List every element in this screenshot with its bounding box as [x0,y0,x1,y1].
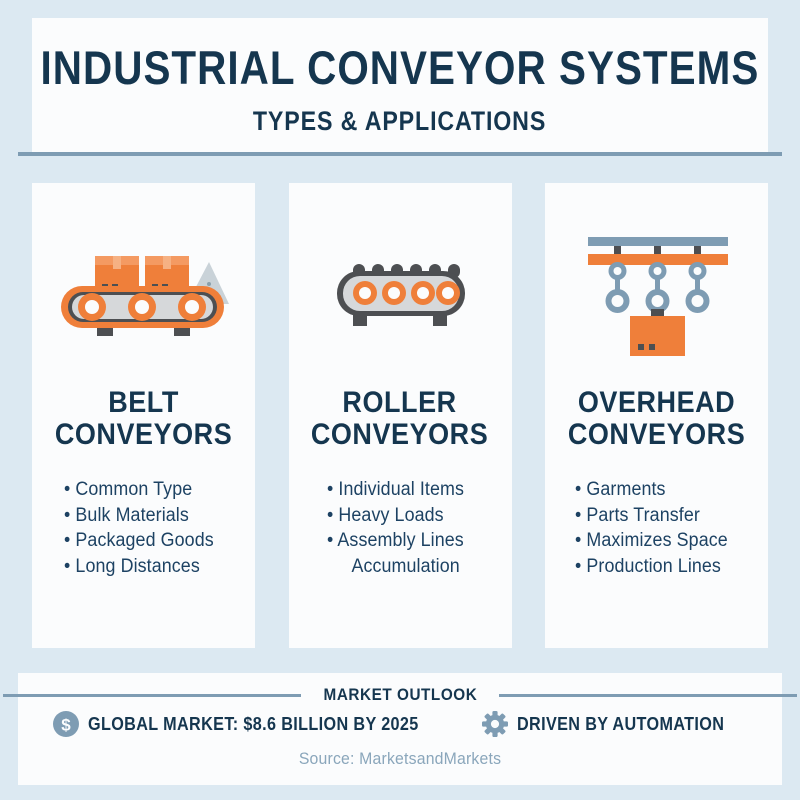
svg-text:$: $ [61,716,71,735]
list-item: Assembly Lines [327,528,464,554]
stat-label: DRIVEN BY AUTOMATION [516,713,724,734]
list-item: Parts Transfer [575,503,728,529]
divider-right [499,693,798,697]
card-overhead-conveyors[interactable]: OVERHEAD CONVEYORS Garments Parts Transf… [545,183,768,648]
list-item: Bulk Materials [64,503,214,529]
dollar-coin-icon: $ [53,711,80,737]
list-item: Heavy Loads [327,503,464,529]
stat-global-market: $ GLOBAL MARKET: $8.6 BILLION BY 2025 [53,711,455,737]
conveyor-cards: BELT CONVEYORS Common Type Bulk Material… [32,183,768,648]
stat-label: GLOBAL MARKET: $8.6 BILLION BY 2025 [88,713,419,734]
card-roller-conveyors[interactable]: ROLLER CONVEYORS Individual Items Heavy … [288,183,512,648]
card-feature-list: Individual Items Heavy Loads Assembly Li… [327,477,473,579]
card-title: BELT CONVEYORS [54,386,233,451]
card-feature-list: Garments Parts Transfer Maximizes Space … [575,477,738,579]
market-outlook-label: MARKET OUTLOOK [323,685,477,704]
card-feature-list: Common Type Bulk Materials Packaged Good… [64,477,223,579]
card-belt-conveyors[interactable]: BELT CONVEYORS Common Type Bulk Material… [32,183,255,648]
list-item: Production Lines [575,554,728,580]
market-stats: $ GLOBAL MARKET: $8.6 BILLION BY 2025 [18,711,782,737]
roller-conveyor-icon [289,183,512,393]
header-panel: INDUSTRIAL CONVEYOR SYSTEMS TYPES & APPL… [32,18,768,155]
list-item: Long Distances [64,554,214,580]
divider-left [2,693,301,697]
overhead-conveyor-icon [545,183,768,393]
list-item: Garments [575,477,728,503]
list-item: Individual Items [327,477,464,503]
list-item: Common Type [64,477,214,503]
list-item: Maximizes Space [575,528,728,554]
market-outlook-heading: MARKET OUTLOOK [2,683,798,707]
gear-icon [481,711,508,737]
header-divider [18,152,782,156]
belt-conveyor-icon [32,183,255,393]
footer-panel: MARKET OUTLOOK $ GLOBAL MARKET: $8.6 BIL… [2,673,798,785]
card-title: OVERHEAD CONVEYORS [567,386,746,451]
page-title: INDUSTRIAL CONVEYOR SYSTEMS [40,41,760,94]
page-subtitle: TYPES & APPLICATIONS [253,106,547,136]
source-credit: Source: MarketsandMarkets [298,749,502,768]
card-title: ROLLER CONVEYORS [311,386,489,451]
stat-automation: DRIVEN BY AUTOMATION [481,711,747,737]
list-item: Packaged Goods [64,528,214,554]
list-item: Accumulation [351,555,460,577]
